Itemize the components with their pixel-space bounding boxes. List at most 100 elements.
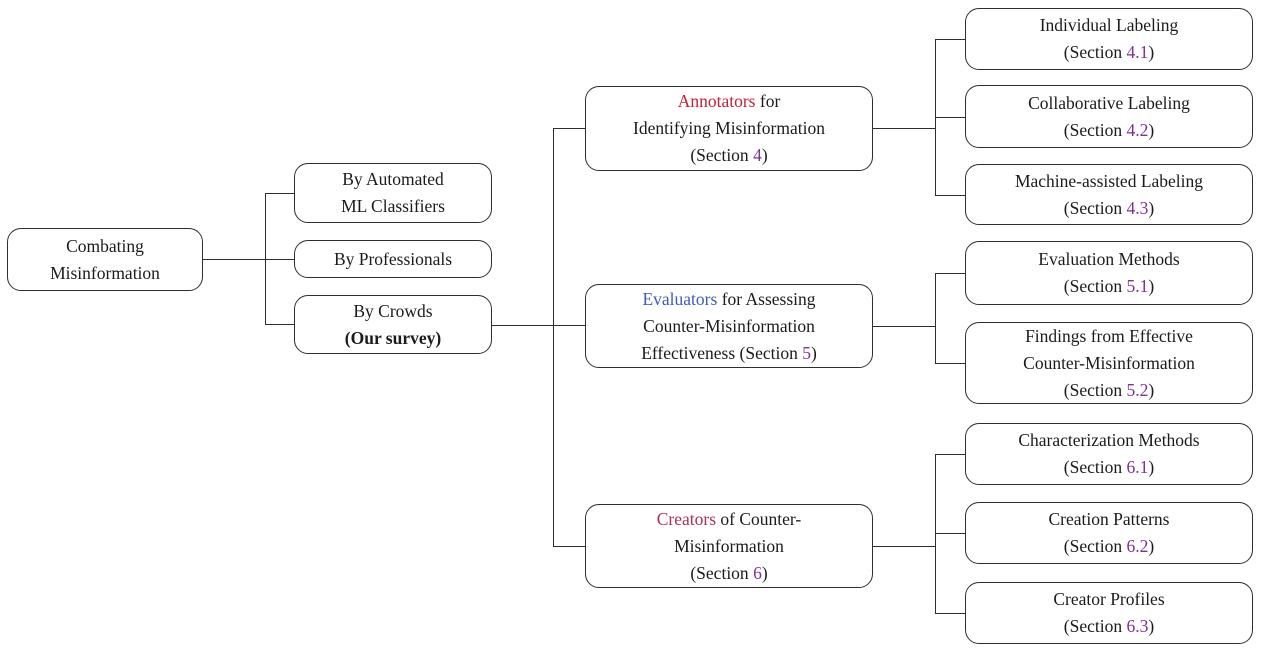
node-text: Misinformation: [50, 262, 160, 283]
node-text: (Section: [1063, 42, 1127, 62]
connector-line: [935, 533, 965, 535]
node-text: Machine-assisted Labeling: [1014, 170, 1204, 191]
node-text: ): [761, 145, 768, 165]
node-title-line: Evaluators for Assessing: [642, 286, 815, 313]
node-by-professionals: By Professionals: [294, 240, 492, 278]
keyword-creators: Creators: [656, 508, 717, 529]
node-creators: Creators of Counter- Misinformation (Sec…: [585, 504, 873, 588]
keyword-evaluators: Evaluators: [642, 288, 718, 309]
node-text: ML Classifiers: [341, 196, 445, 216]
node-characterization-methods: Characterization Methods (Section 6.1): [965, 423, 1253, 485]
connector-line: [265, 193, 267, 325]
connector-line: [935, 613, 965, 615]
connector-line: [935, 195, 965, 197]
connector-line: [202, 259, 294, 261]
node-by-crowds-our-survey: By Crowds (Our survey): [294, 295, 492, 354]
connector-line: [873, 128, 935, 130]
node-creator-profiles: Creator Profiles (Section 6.3): [965, 582, 1253, 644]
connector-line: [265, 324, 294, 326]
node-text: ): [810, 342, 817, 363]
section-link-5-1[interactable]: 5.1: [1126, 276, 1149, 296]
node-evaluators: Evaluators for Assessing Counter-Misinfo…: [585, 284, 873, 368]
node-text: ): [1148, 42, 1155, 62]
connector-line: [935, 273, 965, 275]
connector-line: [553, 128, 555, 546]
node-text: Combating: [66, 235, 144, 256]
node-findings-from-effective-counter-misinformation: Findings from Effective Counter-Misinfor…: [965, 322, 1253, 404]
section-link-4-1[interactable]: 4.1: [1126, 42, 1149, 62]
node-title-line: Annotators for: [678, 88, 781, 115]
node-text: for: [755, 91, 781, 111]
node-text: Collaborative Labeling: [1028, 92, 1190, 113]
node-text: Creation Patterns: [1048, 509, 1170, 529]
node-text: Counter-Misinformation: [643, 315, 815, 336]
node-combating-misinformation: Combating Misinformation: [7, 228, 203, 291]
section-link-5-2[interactable]: 5.2: [1126, 379, 1149, 400]
connector-line: [935, 363, 965, 365]
keyword-annotators: Annotators: [677, 91, 756, 111]
node-individual-labeling: Individual Labeling (Section 4.1): [965, 8, 1253, 70]
section-link-6-2[interactable]: 6.2: [1126, 536, 1149, 556]
node-text: ): [1148, 276, 1155, 296]
node-text: (Section: [690, 562, 754, 583]
node-text: (Section: [1063, 197, 1127, 218]
section-line: (Section 6.1): [1064, 454, 1154, 481]
section-link-4-2[interactable]: 4.2: [1126, 119, 1149, 140]
node-text: Effectiveness (Section: [641, 342, 803, 363]
node-text: (Section: [1063, 379, 1127, 400]
node-text: Misinformation: [674, 535, 784, 556]
node-text: for Assessing: [717, 288, 816, 309]
node-text: (Section: [1063, 457, 1127, 477]
node-text: Findings from Effective: [1025, 325, 1193, 346]
node-text-emphasis: (Our survey): [344, 327, 442, 348]
node-evaluation-methods: Evaluation Methods (Section 5.1): [965, 241, 1253, 305]
connector-line: [873, 546, 935, 548]
node-text: ): [1148, 379, 1155, 400]
connector-line: [492, 325, 553, 327]
node-text: By Automated: [342, 169, 444, 189]
node-text: (Section: [1063, 119, 1127, 140]
node-text: Counter-Misinformation: [1023, 352, 1195, 373]
section-line: (Section 5.1): [1064, 273, 1154, 300]
node-text: By Crowds: [353, 300, 433, 321]
node-text: ): [761, 562, 768, 583]
section-link-5[interactable]: 5: [802, 342, 811, 363]
section-link-6-1[interactable]: 6.1: [1126, 457, 1149, 477]
section-line: (Section 4.2): [1064, 117, 1154, 144]
node-text: Individual Labeling: [1039, 15, 1179, 35]
connector-line: [553, 546, 585, 548]
node-text: (Section: [1063, 276, 1127, 296]
node-text: By Professionals: [333, 248, 453, 269]
node-text: ): [1148, 119, 1155, 140]
node-annotators: Annotators for Identifying Misinformatio…: [585, 86, 873, 171]
section-link-4[interactable]: 4: [753, 145, 762, 165]
node-text: (Section: [1063, 616, 1127, 636]
section-line: (Section 6): [690, 560, 767, 587]
node-text: Characterization Methods: [1018, 430, 1200, 450]
node-by-automated-ml-classifiers: By Automated ML Classifiers: [294, 163, 492, 223]
section-link-6[interactable]: 6: [753, 562, 762, 583]
section-link-6-3[interactable]: 6.3: [1126, 616, 1149, 636]
connector-line: [935, 117, 965, 119]
section-line: (Section 4.1): [1064, 39, 1154, 66]
node-text: Evaluation Methods: [1038, 249, 1180, 269]
node-text: ): [1148, 536, 1155, 556]
node-text: (Section: [1063, 536, 1127, 556]
node-text: ): [1148, 197, 1155, 218]
node-text: ): [1148, 616, 1155, 636]
connector-line: [265, 193, 294, 195]
section-link-4-3[interactable]: 4.3: [1126, 197, 1149, 218]
node-collaborative-labeling: Collaborative Labeling (Section 4.2): [965, 85, 1253, 148]
connector-line: [935, 273, 937, 364]
connector-line: [935, 454, 965, 456]
section-line: (Section 4): [690, 142, 767, 169]
section-line: (Section 6.3): [1064, 613, 1154, 640]
node-text: Creator Profiles: [1053, 589, 1165, 609]
connector-line: [553, 128, 585, 130]
node-machine-assisted-labeling: Machine-assisted Labeling (Section 4.3): [965, 164, 1253, 225]
section-line: Effectiveness (Section 5): [641, 340, 817, 367]
connector-line: [935, 39, 965, 41]
connector-line: [873, 326, 935, 328]
connector-line: [553, 325, 585, 327]
